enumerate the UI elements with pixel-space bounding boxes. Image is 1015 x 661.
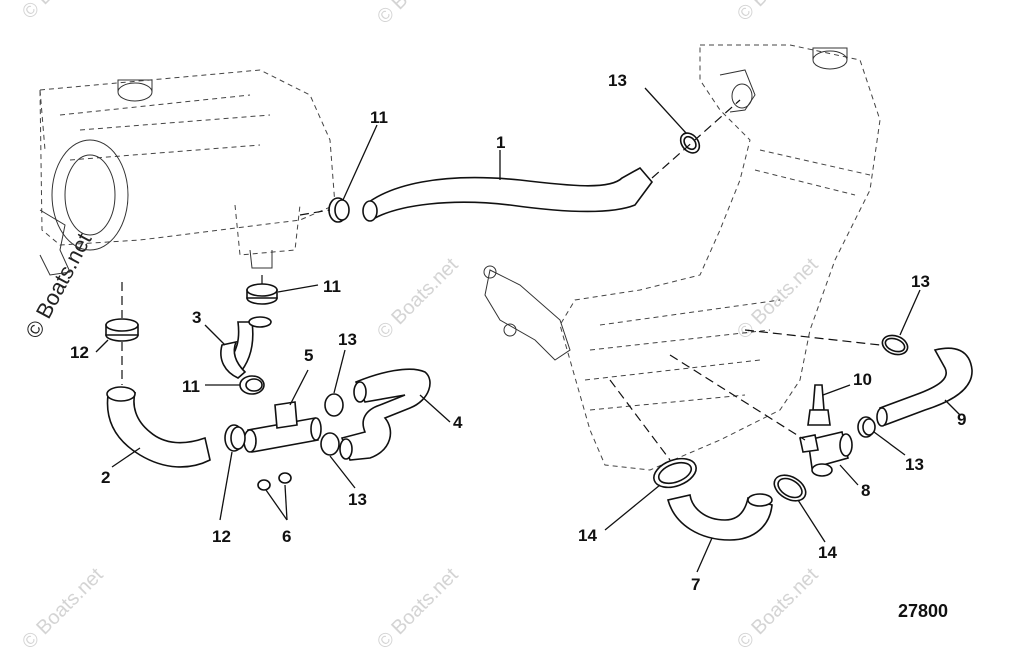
faint-watermark-top-left: © Boats.net — [18, 0, 108, 24]
callout-6: 6 — [282, 527, 291, 546]
faint-watermark-bottom-right: © Boats.net — [733, 564, 823, 654]
main-watermark: © Boats.net — [20, 229, 96, 343]
callout-11-low: 11 — [182, 377, 200, 396]
callout-13-right: 13 — [911, 272, 930, 291]
callout-12-low: 12 — [212, 527, 231, 546]
callout-1: 1 — [496, 133, 505, 152]
connection-lines — [121, 99, 881, 461]
part-3-elbow — [220, 316, 272, 379]
faint-watermark-top-mid: © Boats.net — [373, 0, 463, 29]
callout-7: 7 — [691, 575, 700, 594]
callout-14-right: 14 — [818, 543, 837, 562]
callout-11-top: 11 — [370, 108, 388, 127]
part-13-clamp-right — [881, 334, 909, 356]
part-11-clamp-mid — [246, 283, 278, 305]
faint-watermark-top-right: © Boats.net — [733, 0, 823, 26]
callouts: 1 2 3 4 5 6 7 8 9 10 11 11 11 12 12 13 1… — [70, 71, 966, 594]
callout-13-top: 13 — [608, 71, 627, 90]
callout-14-left: 14 — [578, 526, 597, 545]
part-9-hose — [876, 347, 973, 427]
faint-watermark-mid: © Boats.net — [373, 254, 463, 344]
part-11-clamp-low — [239, 375, 265, 395]
part-11-clamp-top — [328, 197, 350, 223]
part-14-clamp-left — [653, 457, 697, 489]
reference-number: 27800 — [898, 601, 948, 621]
callout-13-lower-right: 13 — [905, 455, 924, 474]
callout-2: 2 — [101, 468, 110, 487]
leader-lines — [95, 87, 961, 573]
part-7-hose — [667, 493, 773, 541]
callout-13-low: 13 — [348, 490, 367, 509]
part-10-sensor — [807, 384, 831, 426]
faint-watermark-bottom-left: © Boats.net — [18, 564, 108, 654]
callout-12-left: 12 — [70, 343, 89, 362]
part-13-clamp-top-right — [679, 132, 701, 154]
part-6-plugs — [257, 472, 292, 491]
callout-4: 4 — [453, 413, 463, 432]
part-4-hose — [339, 368, 431, 461]
callout-5: 5 — [304, 346, 313, 365]
right-engine-block — [483, 44, 881, 471]
part-12-clamp-left — [105, 318, 139, 342]
left-engine-block — [39, 69, 336, 276]
part-14-clamp-right — [773, 474, 807, 502]
part-12-clamp-low — [224, 424, 246, 452]
callout-3: 3 — [192, 308, 201, 327]
part-13-clamp-lower-right — [857, 416, 876, 438]
faint-watermark-bottom-mid: © Boats.net — [373, 564, 463, 654]
part-13-clamps-mid — [320, 393, 344, 456]
part-5-tee — [243, 401, 322, 453]
part-1-hose — [362, 166, 654, 222]
part-2-hose — [106, 386, 211, 468]
callout-8: 8 — [861, 481, 870, 500]
callout-10: 10 — [853, 370, 872, 389]
callout-11-mid: 11 — [323, 277, 341, 296]
callout-13-mid: 13 — [338, 330, 357, 349]
callout-9: 9 — [957, 410, 966, 429]
